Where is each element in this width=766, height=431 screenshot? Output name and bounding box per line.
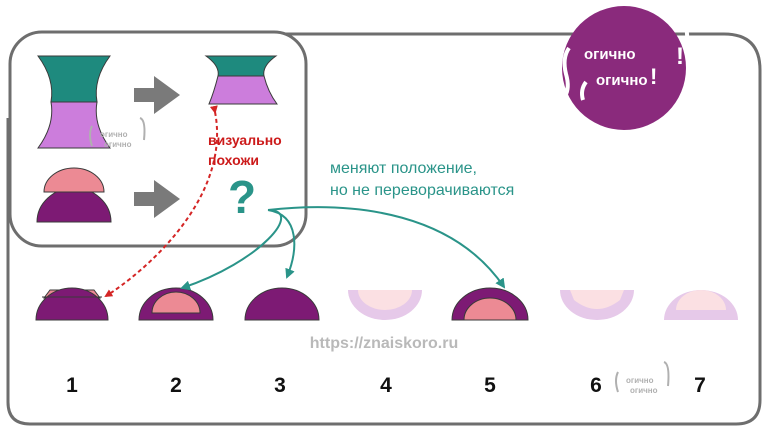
logo-badge: ! xyxy=(562,6,690,130)
option-3-figure xyxy=(244,287,320,321)
arrow-right-icon xyxy=(134,76,180,114)
move-note-line-2: но не переворачиваются xyxy=(330,182,515,199)
watermark-line-1: огично xyxy=(100,130,128,139)
hourglass-figure xyxy=(37,55,111,149)
watermark-line-3: огично xyxy=(626,376,654,385)
move-arrow-to-3 xyxy=(267,209,296,279)
move-arrow-to-5 xyxy=(267,206,506,289)
watermark-url: https://znaiskoro.ru xyxy=(309,335,459,352)
move-note-line-1: меняют положение, xyxy=(330,160,477,177)
logo-line-2: огично xyxy=(596,72,648,89)
watermark-emblem-1 xyxy=(89,117,146,147)
option-5-figure xyxy=(451,287,529,321)
option-number-1[interactable]: 1 xyxy=(66,374,78,397)
svg-text:!: ! xyxy=(650,64,657,89)
option-1-figure xyxy=(35,287,109,321)
option-7-figure xyxy=(664,290,738,320)
option-4-figure xyxy=(348,290,422,320)
logo-mark: ! xyxy=(676,43,684,70)
watermark-emblem-2 xyxy=(615,361,670,393)
option-number-2[interactable]: 2 xyxy=(170,374,182,397)
question-mark: ? xyxy=(227,171,257,223)
watermark-line-4: огично xyxy=(630,386,658,395)
option-number-4[interactable]: 4 xyxy=(380,374,392,397)
similar-note: визуально похожи xyxy=(208,130,282,170)
option-number-6[interactable]: 6 xyxy=(590,374,602,397)
option-2-figure xyxy=(138,287,214,321)
outer-frame xyxy=(6,32,762,426)
similar-arrow xyxy=(104,105,218,298)
option-number-5[interactable]: 5 xyxy=(484,374,496,397)
similar-note-line-2: похожи xyxy=(208,152,259,168)
option-number-7[interactable]: 7 xyxy=(694,374,706,397)
option-6-figure xyxy=(560,290,634,320)
move-note: меняют положение, но не переворачиваются xyxy=(330,158,514,202)
option-number-3[interactable]: 3 xyxy=(274,374,286,397)
watermark-line-2: огично xyxy=(104,140,132,149)
similar-note-line-1: визуально xyxy=(208,132,282,148)
logo-line-1: огично xyxy=(584,46,636,63)
hourglass-result xyxy=(204,55,278,105)
